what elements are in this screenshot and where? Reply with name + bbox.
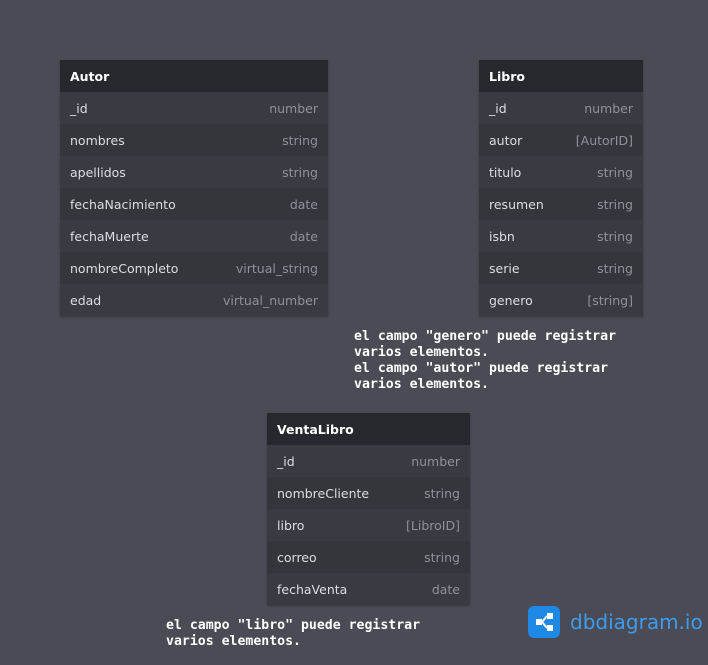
table-row[interactable]: serie string <box>479 252 643 284</box>
field-type: string <box>597 228 633 244</box>
table-row[interactable]: nombreCompleto virtual_string <box>60 252 328 284</box>
table-row[interactable]: nombreCliente string <box>267 477 470 509</box>
field-name: autor <box>489 132 523 148</box>
table-row[interactable]: apellidos string <box>60 156 328 188</box>
field-type: date <box>289 196 318 212</box>
field-name: edad <box>70 292 102 308</box>
field-name: titulo <box>489 164 522 180</box>
field-name: nombres <box>70 132 125 148</box>
field-name: nombreCompleto <box>70 260 179 276</box>
logo-text: dbdiagram.io <box>570 610 703 634</box>
field-type: date <box>431 581 460 597</box>
table-row[interactable]: correo string <box>267 541 470 573</box>
dbdiagram-logo[interactable]: dbdiagram.io <box>528 606 703 638</box>
field-name: fechaMuerte <box>70 228 149 244</box>
field-name: fechaVenta <box>277 581 348 597</box>
field-name: isbn <box>489 228 515 244</box>
table-row[interactable]: _id number <box>267 445 470 477</box>
field-name: nombreCliente <box>277 485 370 501</box>
table-row[interactable]: fechaVenta date <box>267 573 470 605</box>
table-row[interactable]: titulo string <box>479 156 643 188</box>
table-row[interactable]: _id number <box>60 92 328 124</box>
field-type: string <box>282 164 318 180</box>
field-type: number <box>411 453 460 469</box>
field-type: [AutorID] <box>575 132 633 148</box>
share-icon <box>528 606 560 638</box>
table-row[interactable]: resumen string <box>479 188 643 220</box>
field-name: _id <box>70 100 88 116</box>
field-type: date <box>289 228 318 244</box>
table-row[interactable]: autor [AutorID] <box>479 124 643 156</box>
table-row[interactable]: edad virtual_number <box>60 284 328 316</box>
table-body-autor: _id number nombres string apellidos string fec… <box>60 92 328 316</box>
field-type: [string] <box>587 292 633 308</box>
field-name: fechaNacimiento <box>70 196 176 212</box>
field-type: string <box>424 549 460 565</box>
table-header-libro[interactable]: Libro <box>479 60 643 92</box>
field-name: _id <box>489 100 507 116</box>
table-row[interactable]: _id number <box>479 92 643 124</box>
table-row[interactable]: genero [string] <box>479 284 643 316</box>
table-row[interactable]: nombres string <box>60 124 328 156</box>
field-name: libro <box>277 517 305 533</box>
field-type: string <box>597 196 633 212</box>
field-type: number <box>584 100 633 116</box>
table-row[interactable]: libro [LibroID] <box>267 509 470 541</box>
field-name: apellidos <box>70 164 126 180</box>
field-type: string <box>597 260 633 276</box>
table-libro[interactable]: Libro _id number autor [AutorID] titulo strin… <box>479 60 643 316</box>
table-autor[interactable]: Autor _id number nombres string apellidos str… <box>60 60 328 316</box>
field-type: string <box>597 164 633 180</box>
table-row[interactable]: fechaMuerte date <box>60 220 328 252</box>
table-ventalibro[interactable]: VentaLibro _id number nombreCliente string l… <box>267 413 470 605</box>
field-type: virtual_string <box>235 260 318 276</box>
field-name: genero <box>489 292 533 308</box>
table-row[interactable]: fechaNacimiento date <box>60 188 328 220</box>
note-libro[interactable]: el campo "libro" puede registrar varios … <box>166 618 421 649</box>
field-name: correo <box>277 549 317 565</box>
field-type: virtual_number <box>222 292 318 308</box>
field-name: serie <box>489 260 520 276</box>
table-header-ventalibro[interactable]: VentaLibro <box>267 413 470 445</box>
table-body-ventalibro: _id number nombreCliente string libro [LibroI… <box>267 445 470 605</box>
field-type: number <box>269 100 318 116</box>
table-row[interactable]: isbn string <box>479 220 643 252</box>
field-type: string <box>424 485 460 501</box>
field-name: resumen <box>489 196 544 212</box>
field-type: string <box>282 132 318 148</box>
table-header-autor[interactable]: Autor <box>60 60 328 92</box>
note-genero-autor[interactable]: el campo "genero" puede registrar varios… <box>354 329 617 392</box>
field-type: [LibroID] <box>406 517 460 533</box>
field-name: _id <box>277 453 295 469</box>
